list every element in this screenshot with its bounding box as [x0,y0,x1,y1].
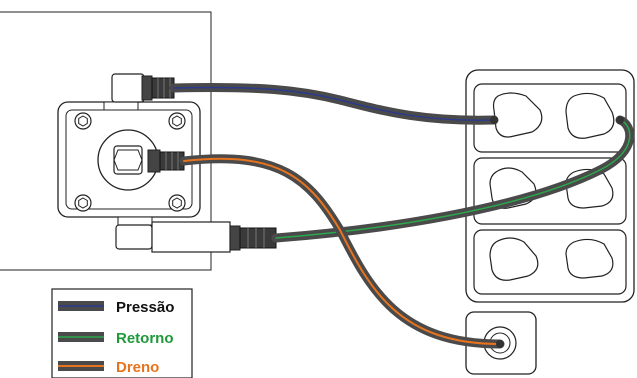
return-hose-line [271,115,635,243]
legend-item-pressao: Pressão [58,299,174,316]
mounting-panel [0,11,212,271]
legend-label-pressao: Pressão [116,299,174,316]
legend-label-dreno: Dreno [116,359,159,376]
legend-item-dreno: Dreno [58,359,159,376]
drain-port-fitting [147,149,185,173]
manifold-section [473,229,627,295]
bolt-icon [168,194,186,212]
bolt-icon [74,194,92,212]
pressure-hose-line [169,83,499,125]
pressure-port-fitting [103,73,175,111]
legend: Pressão Retorno Dreno [51,288,193,378]
return-port-fitting [115,216,277,253]
bolt-icon [74,112,92,130]
drain-hose-line [179,154,505,349]
valve-cavity-icon [565,92,615,139]
legend-label-retorno: Retorno [116,330,174,347]
bolt-icon [168,112,186,130]
valve-cavity-icon [489,167,537,209]
valve-cavity-icon [565,238,614,279]
valve-cavity-icon [489,237,539,281]
valve-cavity-icon [492,92,543,138]
legend-item-retorno: Retorno [58,330,174,347]
pump-assembly [57,73,277,253]
